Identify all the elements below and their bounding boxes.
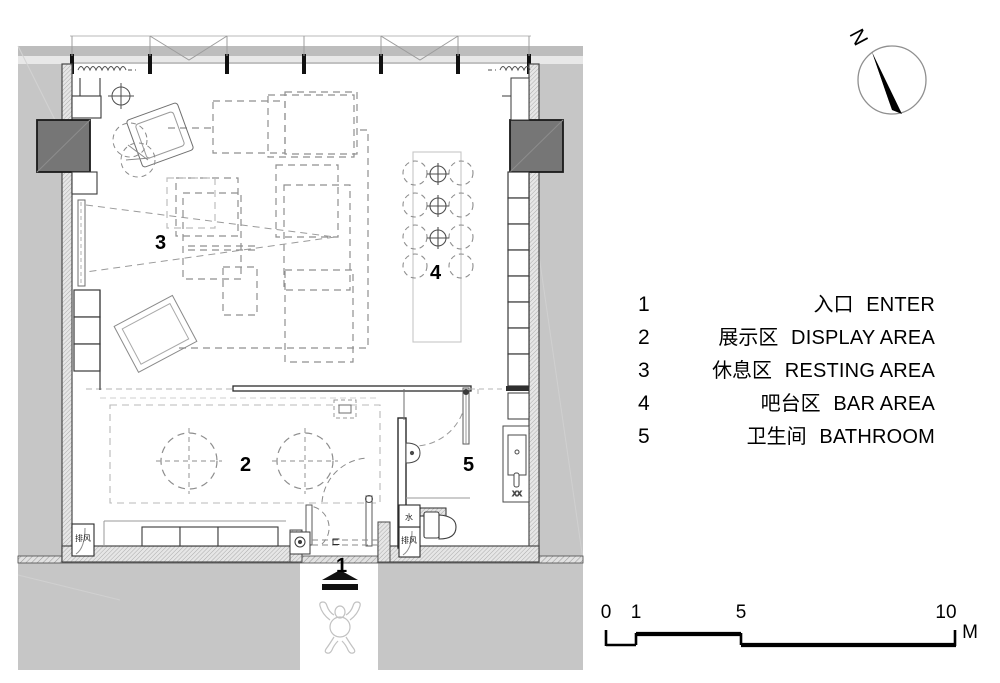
display-platform bbox=[156, 428, 222, 494]
svg-text:排风: 排风 bbox=[75, 533, 91, 543]
scale-tick-0: 0 bbox=[601, 602, 612, 623]
legend-label-cn-2: 展示区 bbox=[718, 325, 779, 349]
legend-label-en-5: BATHROOM bbox=[819, 426, 935, 448]
water-valve-box: 水 bbox=[398, 504, 421, 528]
legend-number-1: 1 bbox=[638, 293, 650, 316]
legend-label-cn-3: 休息区 bbox=[712, 358, 773, 382]
legend-label-en-2: DISPLAY AREA bbox=[791, 327, 935, 349]
north-arrow: N bbox=[830, 18, 950, 138]
legend-label-en-1: ENTER bbox=[866, 294, 935, 316]
svg-text:排风: 排风 bbox=[401, 535, 417, 545]
plan-zone-labels: 3 4 2 5 1 bbox=[155, 232, 474, 577]
right-wall-fittings bbox=[488, 66, 531, 420]
entrance: ⊏ bbox=[289, 457, 378, 555]
north-arrow-label-group: N bbox=[845, 25, 872, 49]
scale-tick-1: 1 bbox=[631, 602, 642, 623]
scale-unit: M bbox=[962, 622, 978, 643]
projector-cone bbox=[85, 204, 336, 273]
svg-text:XX: XX bbox=[512, 490, 522, 498]
legend-row: 1 入口 ENTER bbox=[600, 288, 960, 321]
zone-label-1: 1 bbox=[336, 555, 347, 577]
zone-label-2: 2 bbox=[240, 454, 251, 476]
zone-label-4: 4 bbox=[430, 262, 442, 284]
entry-direction-arrow bbox=[322, 570, 358, 590]
exhaust-door-left: 排风 bbox=[71, 523, 95, 557]
resting-area-furniture bbox=[166, 91, 369, 363]
scale-bar-graphic bbox=[604, 630, 957, 648]
bathroom-fixtures: XX bbox=[405, 387, 530, 540]
door-swing bbox=[415, 387, 470, 447]
legend-label-cn-1: 入口 bbox=[813, 292, 854, 316]
sink-icon bbox=[405, 442, 421, 464]
legend-row: 5 卫生间 BATHROOM bbox=[600, 420, 960, 453]
legend-number-4: 4 bbox=[638, 392, 650, 415]
svg-text:⊏: ⊏ bbox=[331, 536, 340, 548]
legend-number-5: 5 bbox=[638, 425, 650, 448]
floor-plan: 排风 排风 水 bbox=[17, 35, 584, 670]
exhaust-door-right: 排风 bbox=[398, 526, 421, 558]
legend-number-3: 3 bbox=[638, 359, 650, 382]
left-wall-fittings bbox=[71, 66, 136, 390]
display-platform bbox=[272, 428, 338, 494]
bar-area bbox=[402, 151, 474, 343]
zone-label-3: 3 bbox=[155, 232, 166, 254]
scale-tick-5: 5 bbox=[736, 602, 747, 623]
toilet-icon bbox=[423, 511, 457, 540]
zone-label-5: 5 bbox=[463, 454, 474, 476]
legend: 1 入口 ENTER 2 展示区 DISPLAY AREA 3 休息区 REST… bbox=[600, 288, 960, 468]
floor-socket bbox=[289, 531, 311, 555]
exterior-ground bbox=[17, 45, 584, 670]
legend-row: 3 休息区 RESTING AREA bbox=[600, 354, 960, 387]
legend-label-5: 卫生间 BATHROOM bbox=[747, 420, 935, 454]
armchair-group bbox=[108, 83, 198, 374]
north-arrow-needle bbox=[872, 52, 902, 114]
human-figure bbox=[319, 601, 361, 654]
legend-number-2: 2 bbox=[638, 326, 650, 349]
north-label: N bbox=[845, 25, 872, 49]
legend-label-2: 展示区 DISPLAY AREA bbox=[718, 321, 935, 355]
floor-plan-svg: 排风 排风 水 bbox=[17, 35, 584, 670]
legend-row: 4 吧台区 BAR AREA bbox=[600, 387, 960, 420]
building-walls bbox=[61, 63, 540, 563]
display-area bbox=[100, 397, 381, 547]
legend-label-3: 休息区 RESTING AREA bbox=[712, 354, 935, 388]
scale-tick-10: 10 bbox=[935, 602, 956, 623]
legend-label-cn-5: 卫生间 bbox=[746, 424, 807, 448]
legend-label-en-4: BAR AREA bbox=[833, 393, 935, 415]
bar-counter-rail bbox=[86, 385, 472, 420]
bench bbox=[141, 526, 279, 547]
dark-block bbox=[36, 119, 564, 173]
wall-fixture: XX bbox=[502, 425, 530, 503]
legend-label-4: 吧台区 BAR AREA bbox=[761, 387, 935, 421]
north-arrow-circle bbox=[857, 45, 927, 115]
awning-window-symbol bbox=[149, 35, 459, 61]
legend-label-1: 入口 ENTER bbox=[813, 288, 935, 322]
place-setting-symbol bbox=[427, 163, 449, 249]
legend-row: 2 展示区 DISPLAY AREA bbox=[600, 321, 960, 354]
bar-stool bbox=[402, 160, 474, 279]
legend-label-cn-4: 吧台区 bbox=[760, 391, 821, 415]
svg-text:水: 水 bbox=[405, 512, 413, 522]
legend-label-en-3: RESTING AREA bbox=[784, 360, 935, 382]
scale-bar: 0 1 5 10 M bbox=[596, 596, 996, 666]
